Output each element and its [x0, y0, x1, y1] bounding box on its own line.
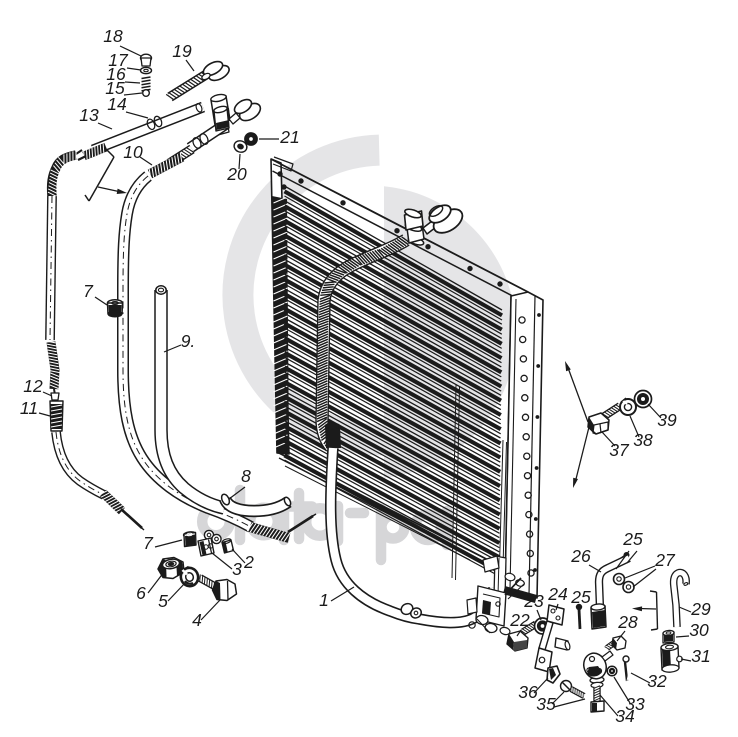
svg-text:9.: 9. — [181, 331, 196, 351]
svg-text:33: 33 — [625, 694, 645, 714]
svg-text:13: 13 — [79, 105, 99, 125]
svg-text:5: 5 — [158, 591, 168, 611]
svg-text:16: 16 — [106, 64, 126, 84]
svg-text:17: 17 — [108, 50, 129, 70]
svg-text:20: 20 — [226, 164, 247, 184]
svg-text:10: 10 — [123, 142, 143, 162]
svg-text:22: 22 — [509, 610, 530, 630]
svg-text:29: 29 — [690, 599, 711, 619]
svg-text:3: 3 — [232, 559, 242, 579]
svg-text:4: 4 — [192, 610, 202, 630]
svg-text:7: 7 — [143, 533, 154, 553]
svg-text:18: 18 — [103, 26, 123, 46]
svg-text:30: 30 — [689, 620, 709, 640]
svg-text:25: 25 — [570, 587, 591, 607]
svg-text:12: 12 — [23, 376, 43, 396]
svg-text:32: 32 — [647, 671, 667, 691]
svg-text:24: 24 — [547, 584, 568, 604]
svg-text:36: 36 — [518, 682, 538, 702]
svg-text:25: 25 — [622, 529, 643, 549]
svg-text:15: 15 — [105, 78, 125, 98]
svg-text:11: 11 — [20, 398, 38, 418]
svg-text:21: 21 — [279, 127, 299, 147]
svg-text:23: 23 — [523, 591, 544, 611]
svg-text:8: 8 — [241, 466, 251, 486]
svg-text:27: 27 — [654, 550, 676, 570]
svg-text:19: 19 — [172, 41, 192, 61]
svg-text:2: 2 — [243, 552, 254, 572]
svg-text:31: 31 — [691, 646, 710, 666]
svg-text:34: 34 — [615, 706, 635, 726]
svg-text:28: 28 — [617, 612, 638, 632]
svg-text:35: 35 — [536, 694, 556, 714]
svg-text:14: 14 — [107, 94, 127, 114]
svg-text:39: 39 — [657, 410, 677, 430]
svg-text:1: 1 — [319, 590, 329, 610]
svg-text:26: 26 — [570, 546, 591, 566]
svg-text:7: 7 — [83, 281, 94, 301]
svg-text:38: 38 — [633, 430, 653, 450]
svg-text:6: 6 — [136, 583, 146, 603]
